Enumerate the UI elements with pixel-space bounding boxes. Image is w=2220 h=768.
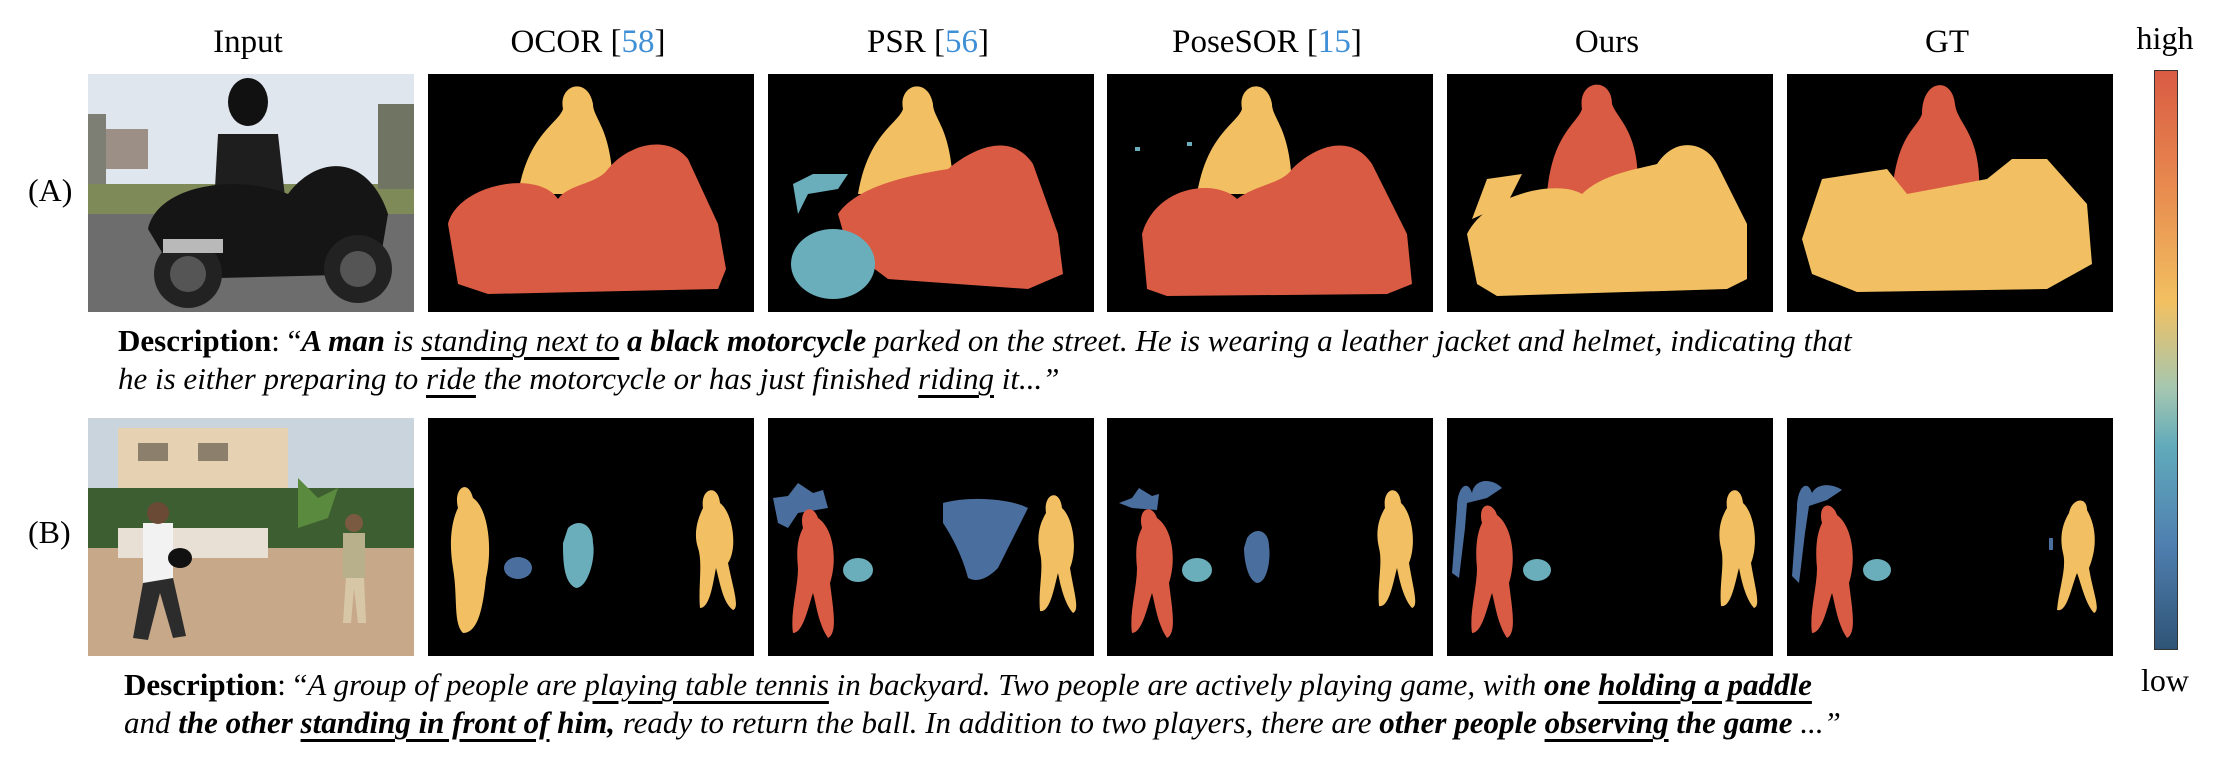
posesor-mask-b <box>1107 418 1433 656</box>
ours-mask-a <box>1447 74 1773 312</box>
legend-low-label: low <box>2141 662 2189 698</box>
posesor-mask-a <box>1107 74 1433 312</box>
ours-mask-b <box>1447 418 1773 656</box>
col-header-psr: PSR [56] <box>867 24 989 60</box>
colorbar <box>2154 70 2178 650</box>
description-b: Description: “A group of people are play… <box>124 667 1841 740</box>
description-a: Description: “A man is standing next to … <box>118 323 1852 396</box>
col-header-ours: Ours <box>1574 24 1640 60</box>
gt-mask-b <box>1787 418 2113 656</box>
col-header-input: Input <box>213 24 283 60</box>
input-image-a <box>88 74 414 312</box>
col-header-ocor: OCOR [58] <box>510 24 666 60</box>
col-header-posesor: PoseSOR [15] <box>1172 24 1362 60</box>
legend-high-label: high <box>2136 20 2194 56</box>
psr-mask-b <box>768 418 1094 656</box>
input-image-b <box>88 418 414 656</box>
ocor-mask-a <box>428 74 754 312</box>
row-label-b: (B) <box>28 514 71 550</box>
ocor-mask-b <box>428 418 754 656</box>
row-label-a: (A) <box>28 172 73 208</box>
psr-mask-a <box>768 74 1094 312</box>
col-header-gt: GT <box>1925 24 1969 60</box>
gt-mask-a <box>1787 74 2113 312</box>
